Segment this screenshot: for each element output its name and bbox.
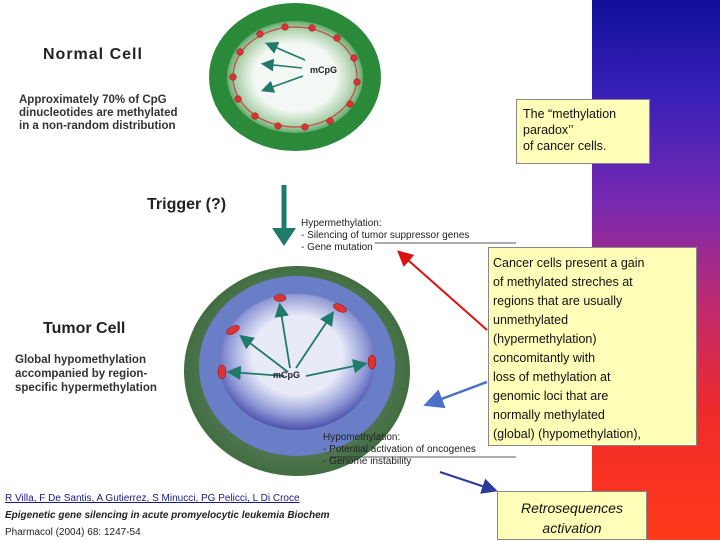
- explanation-line: unmethylated: [493, 313, 569, 327]
- retrosequences-callout: Retrosequences activation: [497, 491, 647, 540]
- explanation-line: concomitantly with: [493, 351, 596, 365]
- tumor-cell-arrows: [226, 302, 368, 380]
- paradox-line: The “methylation: [523, 107, 617, 121]
- explanation-line: genomic loci that are: [493, 389, 609, 403]
- paradox-line: of cancer cells.: [523, 139, 607, 153]
- explanation-line: loss of methylation at: [493, 370, 611, 384]
- hypomethylation-text: Hypomethylation: - Potential activation …: [323, 432, 476, 468]
- explanation-line: Cancer cells present a gain: [493, 256, 645, 270]
- red-pointer-arrow: [397, 250, 488, 331]
- cancer-explanation-callout: Cancer cells present a gain of methylate…: [488, 247, 697, 446]
- citation-title: Epigenetic gene silencing in acute promy…: [5, 510, 330, 521]
- hyper-line: - Silencing of tumor suppressor genes: [301, 230, 470, 241]
- hypo-line: - Genome instability: [323, 456, 412, 467]
- retro-line: activation: [542, 520, 602, 536]
- explanation-line: (global) (hypomethylation),: [493, 427, 641, 441]
- trigger-arrow: [272, 185, 296, 246]
- methyl-dots-normal: [229, 23, 361, 131]
- normal-cell-title: Normal Cell: [43, 46, 143, 63]
- hypo-line: Hypomethylation:: [323, 432, 401, 443]
- normal-desc-line: dinucleotides are methylated: [19, 107, 178, 119]
- tumor-desc-line: Global hypomethylation: [15, 354, 146, 366]
- explanation-line: normally methylated: [493, 408, 605, 422]
- hyper-line: Hypermethylation:: [301, 218, 382, 229]
- explanation-line: (hypermethylation): [493, 332, 597, 346]
- citation-volume: Pharmacol (2004) 68: 1247-54: [5, 527, 141, 538]
- normal-cell-description: Approximately 70% of CpG dinucleotides a…: [19, 94, 178, 133]
- explanation-line: regions that are usually: [493, 294, 623, 308]
- mcpg-label-normal: mCpG: [310, 65, 337, 75]
- normal-desc-line: Approximately 70% of CpG: [19, 94, 167, 106]
- methyl-blobs-tumor: [217, 294, 377, 380]
- tumor-cell-title: Tumor Cell: [43, 320, 126, 337]
- trigger-label: Trigger (?): [147, 196, 227, 213]
- tumor-desc-line: specific hypermethylation: [15, 382, 157, 394]
- normal-cell-arrows: [260, 41, 306, 93]
- tumor-cell: [184, 266, 410, 476]
- mcpg-label-tumor: mCpG: [273, 370, 300, 380]
- tumor-desc-line: accompanied by region-: [15, 368, 148, 380]
- citation: R Villa, F De Santis, A Gutierrez, S Min…: [0, 490, 365, 540]
- citation-authors[interactable]: R Villa, F De Santis, A Gutierrez, S Min…: [5, 493, 300, 504]
- retro-line: Retrosequences: [521, 500, 623, 516]
- hypo-line: - Potential activation of oncogenes: [323, 444, 476, 455]
- hyper-line: - Gene mutation: [301, 242, 373, 253]
- hypermethylation-text: Hypermethylation: - Silencing of tumor s…: [301, 218, 469, 254]
- paradox-line: paradox’’: [523, 123, 574, 137]
- tumor-cell-description: Global hypomethylation accompanied by re…: [15, 353, 157, 395]
- methylation-paradox-callout: The “methylation paradox’’ of cancer cel…: [516, 99, 650, 164]
- explanation-line: of methylated streches at: [493, 275, 633, 289]
- navy-pointer-arrow: [439, 471, 498, 494]
- normal-desc-line: in a non-random distribution: [19, 120, 176, 132]
- blue-pointer-arrow: [423, 380, 488, 409]
- normal-cell: [209, 3, 381, 151]
